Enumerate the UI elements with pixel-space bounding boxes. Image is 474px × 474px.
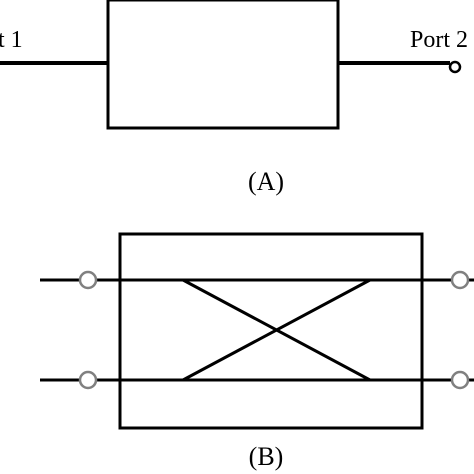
caption-b: (B)	[249, 442, 284, 471]
port-2-label: Port 2	[410, 27, 468, 53]
terminal-top-right	[450, 270, 470, 290]
terminal-bottom-left	[78, 370, 98, 390]
caption-a: (A)	[248, 167, 284, 196]
terminal-bottom-right	[450, 370, 470, 390]
two-port-box	[106, 0, 340, 130]
diagram-b: (B)	[40, 232, 474, 471]
port-1-label: t 1	[0, 27, 23, 53]
cross-line-2	[182, 278, 371, 382]
terminal-top-left	[78, 270, 98, 290]
port-2-terminal	[448, 60, 462, 74]
crossover-box	[118, 232, 424, 430]
diagram-a: t 1 Port 2 (A)	[0, 0, 468, 196]
